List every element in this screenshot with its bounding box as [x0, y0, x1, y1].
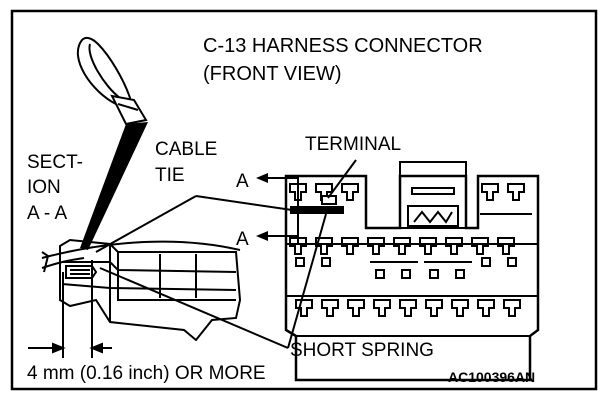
highlighted-terminal	[290, 206, 344, 214]
front-view-connector	[284, 161, 540, 382]
figure-code: AC100396AN	[448, 369, 535, 385]
title-line-2: (FRONT VIEW)	[203, 63, 342, 85]
section-label-line-2: ION	[27, 177, 61, 198]
cable-tie-label-line-2: TIE	[155, 165, 185, 186]
section-label-line-1: SECT-	[27, 152, 83, 173]
terminal-cavities-middle-row	[289, 237, 515, 255]
section-view-connector	[41, 238, 242, 342]
cable-tie-strap-illustration	[76, 36, 148, 126]
section-arrow-top	[256, 173, 298, 183]
cable-tie-label-line-1: CABLE	[155, 139, 217, 160]
figure-border	[10, 9, 598, 391]
terminal-cavities-lower-row	[295, 299, 521, 317]
cable-tie-tail	[80, 122, 148, 250]
short-spring-label: SHORT SPRING	[290, 340, 434, 361]
leader-lines	[95, 159, 357, 349]
title-line-1: C-13 HARNESS CONNECTOR	[203, 35, 483, 57]
small-lock-squares	[295, 213, 532, 279]
dimension-marker	[28, 260, 112, 358]
arrow-label-a-top: A	[236, 171, 249, 192]
terminal-label: TERMINAL	[305, 134, 401, 155]
section-label-line-3: A - A	[27, 203, 67, 224]
arrow-label-a-bottom: A	[236, 229, 249, 250]
section-arrow-bottom	[256, 231, 298, 241]
dimension-label: 4 mm (0.16 inch) OR MORE	[27, 363, 266, 384]
